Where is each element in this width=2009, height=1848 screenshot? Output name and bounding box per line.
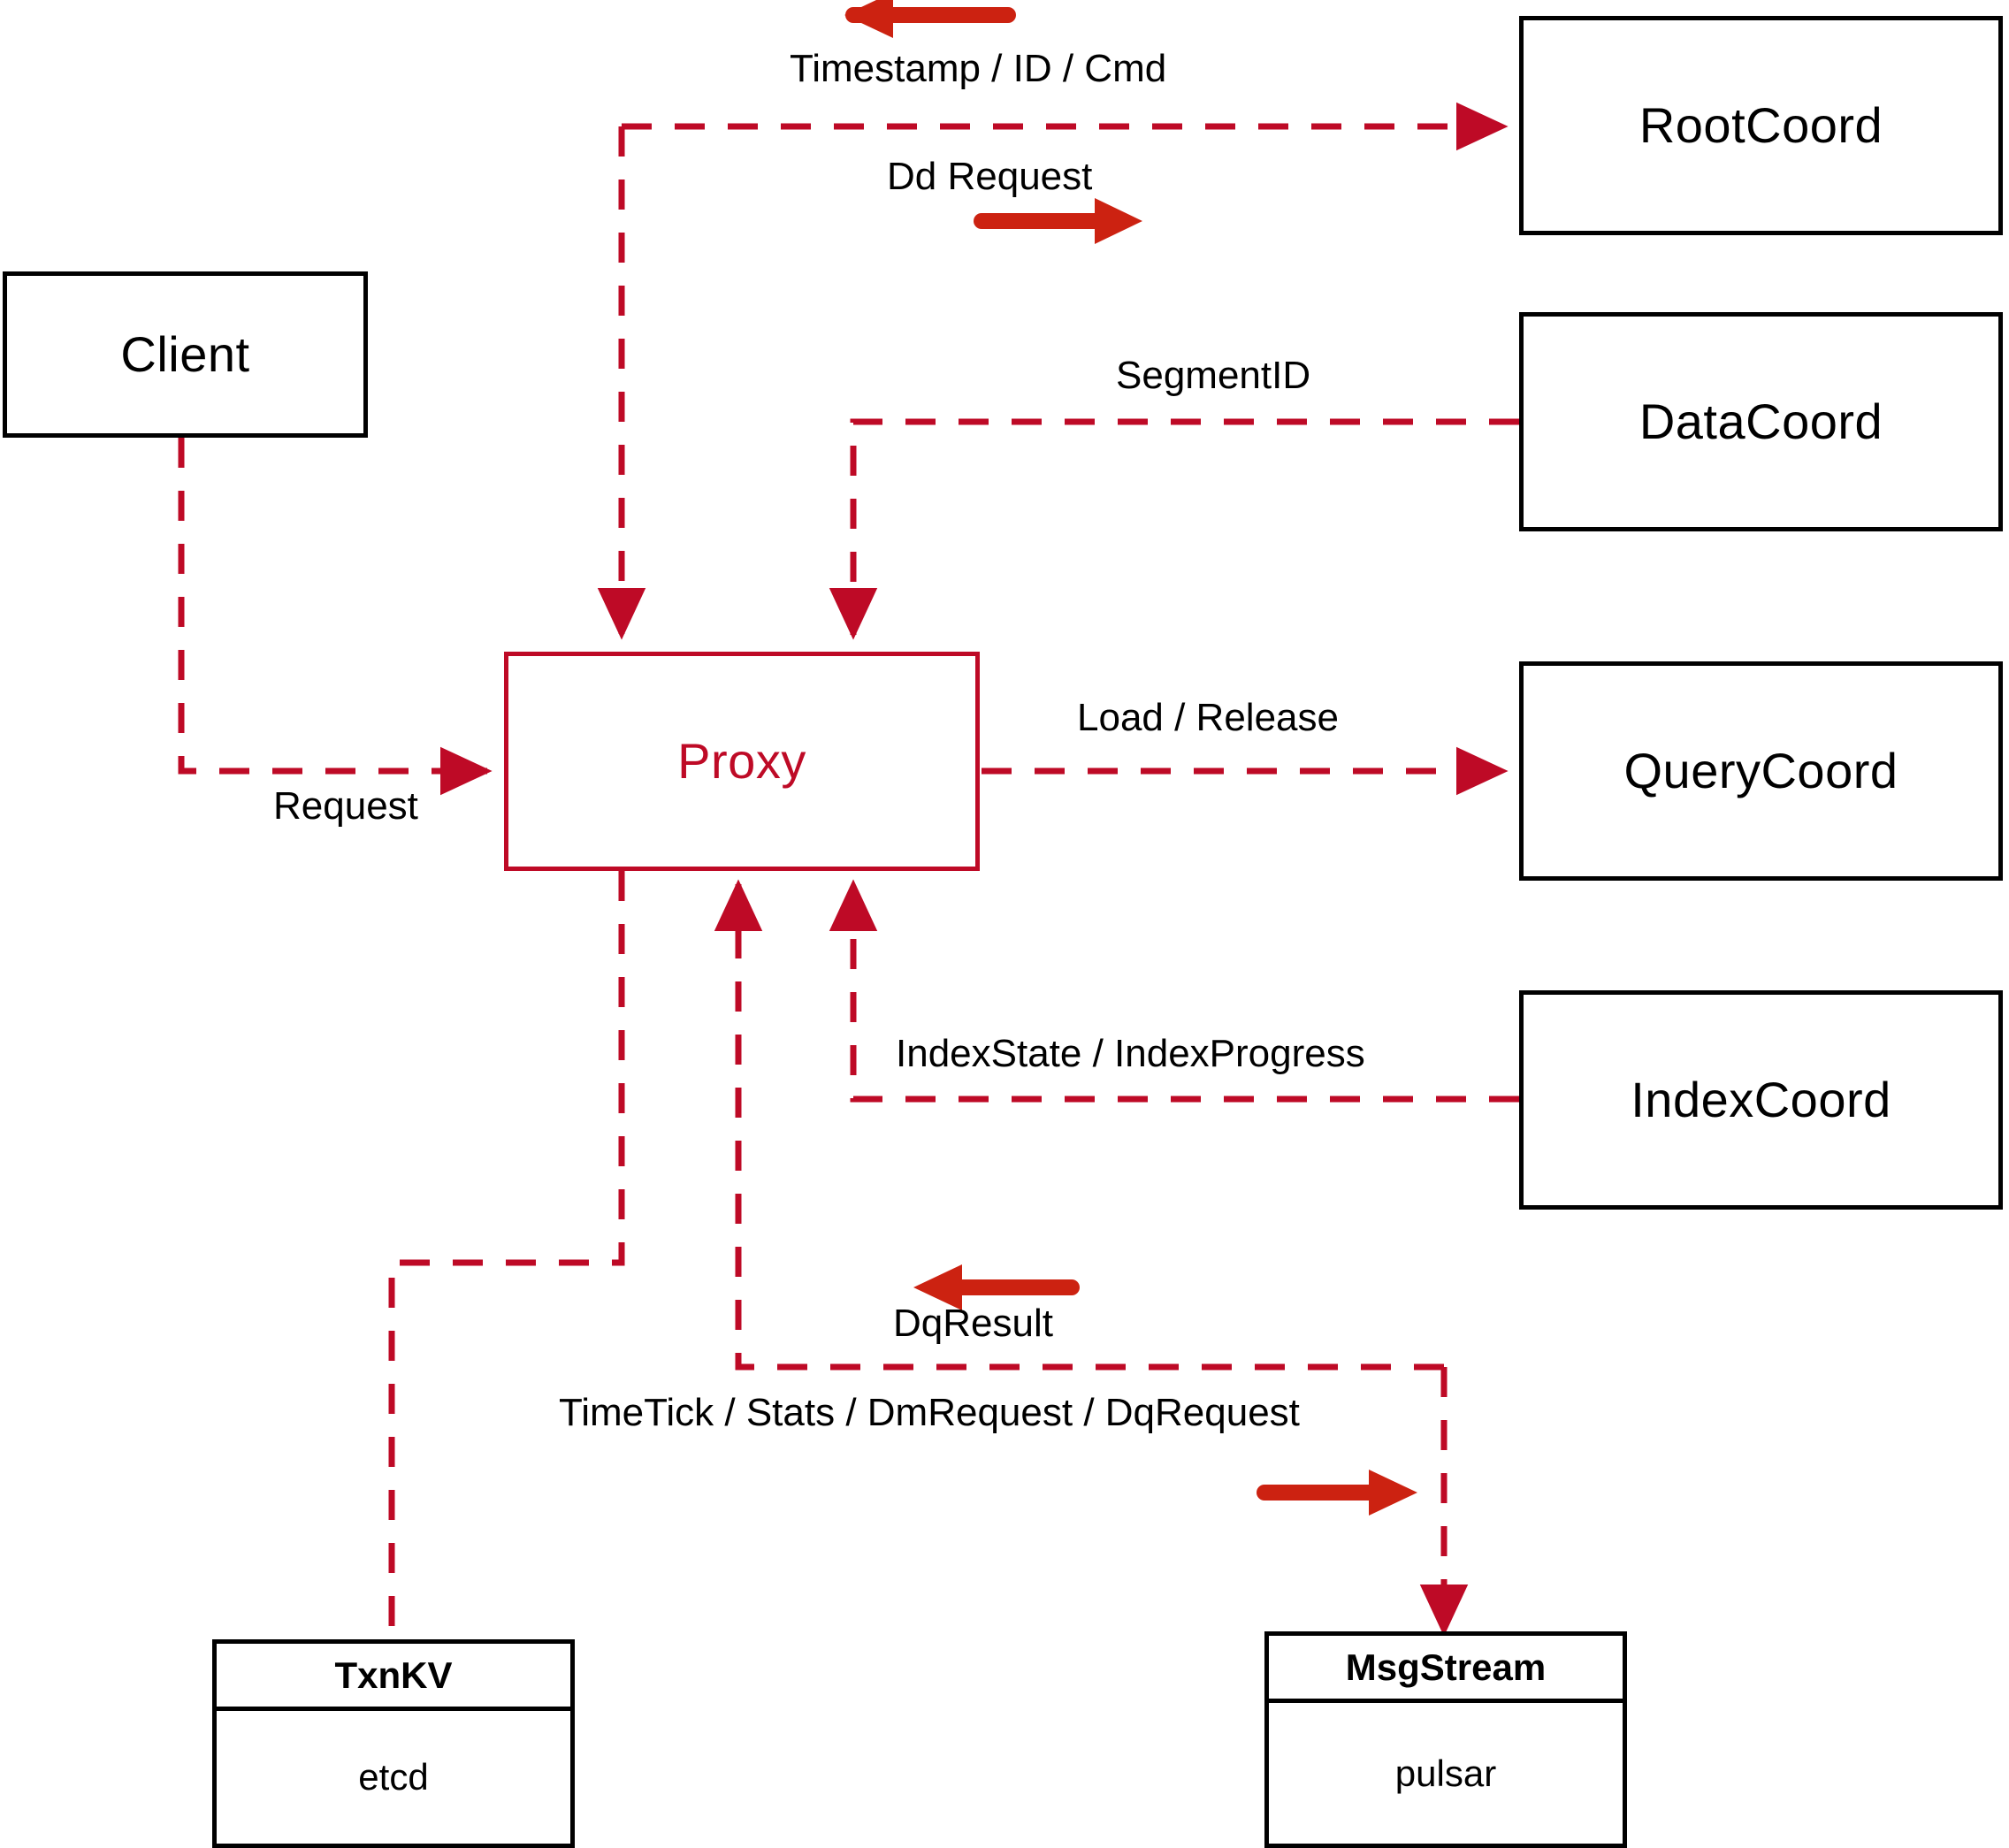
dd-request-direction-arrow-icon <box>974 198 1142 244</box>
node-proxy-label: Proxy <box>677 733 806 789</box>
edge-indexcoord-to-proxy <box>829 879 1519 1103</box>
node-client[interactable]: Client <box>3 271 368 438</box>
edge-client-to-proxy <box>178 438 493 796</box>
node-querycoord-label: QueryCoord <box>1623 743 1898 798</box>
node-msgstream-body: pulsar <box>1394 1752 1497 1794</box>
dq-result-direction-arrow-icon <box>913 1264 1080 1310</box>
edge-proxy-to-txnkv <box>388 871 625 1639</box>
node-datacoord[interactable]: DataCoord <box>1519 312 2003 531</box>
node-rootcoord-label: RootCoord <box>1639 97 1883 153</box>
edge-label-segment-id: SegmentID <box>1116 354 1311 397</box>
timestamp-direction-arrow-icon <box>844 0 1016 38</box>
edge-label-dq-result: DqResult <box>893 1302 1053 1345</box>
edge-label-load-release: Load / Release <box>1077 696 1339 739</box>
node-indexcoord-label: IndexCoord <box>1631 1072 1891 1127</box>
node-txnkv[interactable]: TxnKV etcd <box>212 1639 575 1848</box>
node-msgstream[interactable]: MsgStream pulsar <box>1264 1631 1627 1848</box>
edge-label-index-state-progress: IndexState / IndexProgress <box>896 1032 1365 1075</box>
node-querycoord[interactable]: QueryCoord <box>1519 661 2003 881</box>
node-msgstream-header: MsgStream <box>1269 1636 1623 1703</box>
node-indexcoord[interactable]: IndexCoord <box>1519 990 2003 1210</box>
node-rootcoord[interactable]: RootCoord <box>1519 16 2003 235</box>
edge-label-timetick-stats: TimeTick / Stats / DmRequest / DqRequest <box>559 1391 1300 1434</box>
node-proxy[interactable]: Proxy <box>504 652 980 871</box>
edge-label-dd-request: Dd Request <box>887 155 1093 198</box>
timetick-direction-arrow-icon <box>1257 1470 1417 1516</box>
node-txnkv-body: etcd <box>358 1756 429 1798</box>
edge-msgstream-to-proxy <box>714 879 1444 1371</box>
node-client-label: Client <box>120 326 250 382</box>
edge-datacoord-to-proxy <box>829 418 1519 640</box>
node-datacoord-label: DataCoord <box>1639 393 1883 449</box>
edge-label-request: Request <box>273 784 418 828</box>
node-txnkv-header: TxnKV <box>217 1644 570 1711</box>
edge-label-timestamp-id-cmd: Timestamp / ID / Cmd <box>790 47 1167 90</box>
